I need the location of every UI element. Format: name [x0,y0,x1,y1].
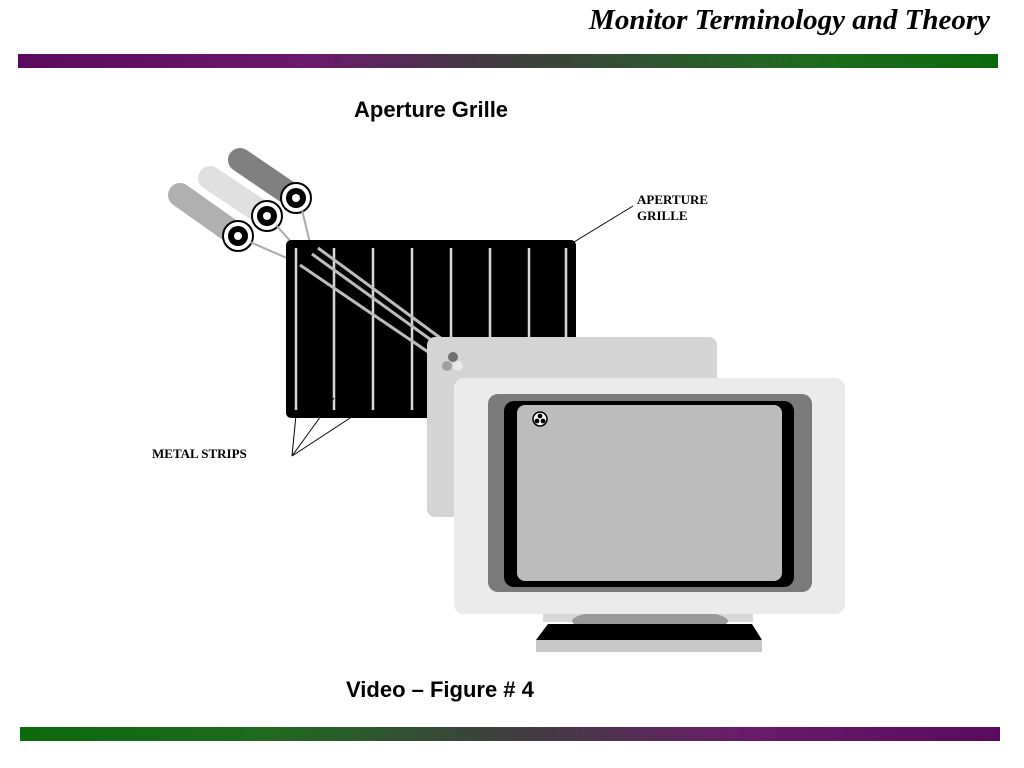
electron-gun-3 [228,148,312,214]
top-gradient-bar [18,54,998,68]
bottom-gradient-bar [20,727,1000,741]
figure-caption: Video – Figure # 4 [346,677,534,702]
figure-heading: Aperture Grille [354,97,509,122]
aperture-grille-label-line1: APERTURE [637,192,708,207]
slide-title: Monitor Terminology and Theory [589,4,990,36]
electron-guns [168,148,312,263]
aperture-grille-label-line2: GRILLE [637,208,688,223]
metal-strips-label: METAL STRIPS [152,446,247,461]
electron-gun-2 [198,166,283,232]
monitor [454,378,845,652]
electron-gun-1 [168,183,254,252]
